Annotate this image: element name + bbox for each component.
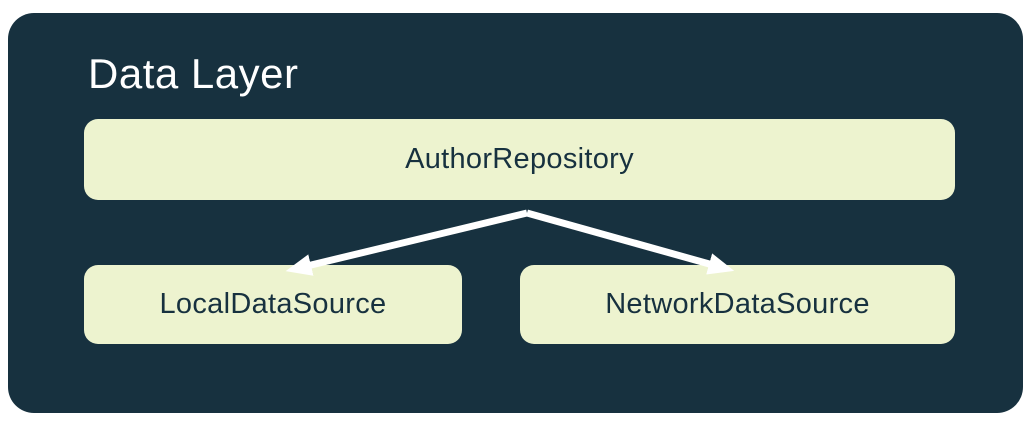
- data-layer-container: Data Layer: [8, 13, 1023, 413]
- node-author-repository-label: AuthorRepository: [405, 143, 634, 175]
- node-author-repository: AuthorRepository: [84, 119, 955, 200]
- node-network-data-source: NetworkDataSource: [520, 265, 955, 344]
- node-network-data-source-label: NetworkDataSource: [605, 288, 870, 320]
- node-local-data-source-label: LocalDataSource: [159, 288, 387, 320]
- data-layer-title: Data Layer: [88, 50, 299, 97]
- node-local-data-source: LocalDataSource: [84, 265, 462, 344]
